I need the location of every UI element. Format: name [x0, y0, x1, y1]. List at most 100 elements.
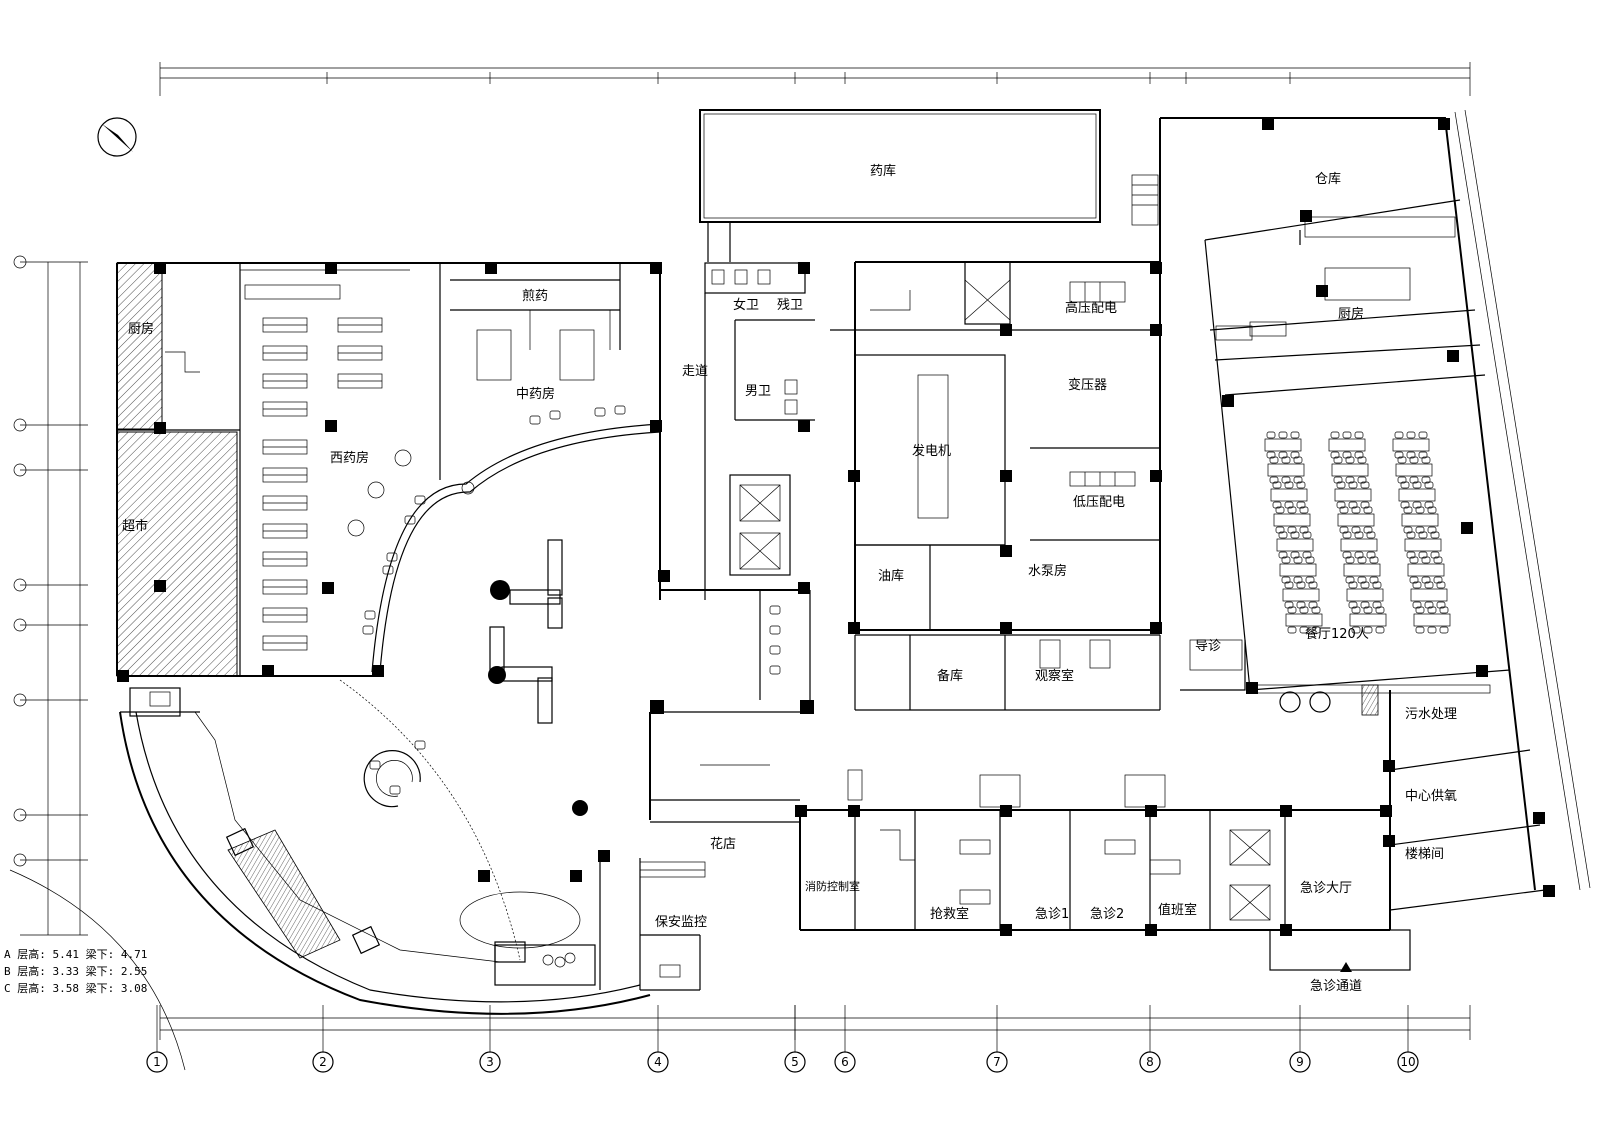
dining-chair [1360, 581, 1370, 589]
dining-chair [1351, 606, 1361, 614]
dining-chair [1281, 456, 1291, 464]
dining-chair [1351, 506, 1361, 514]
dining-chair [1345, 476, 1355, 484]
dining-chair [1415, 506, 1425, 514]
dining-table [1407, 563, 1445, 577]
dining-chair [1412, 481, 1422, 489]
dining-chair [1415, 626, 1425, 634]
dining-chair [1281, 556, 1291, 564]
dining-chair [1403, 526, 1413, 534]
dining-chair [1293, 476, 1303, 484]
room-label-corridor: 走道 [682, 364, 708, 379]
dining-chair [1345, 456, 1355, 464]
dining-chair [1424, 601, 1434, 609]
room-label-western-pharmacy: 西药房 [330, 450, 369, 466]
bottom-axis-grid [9, 869, 1419, 1073]
dining-chair [1427, 506, 1437, 514]
dining-table [1331, 463, 1369, 477]
axis-label-5: 5 [791, 1055, 799, 1069]
dining-chair [1394, 451, 1404, 459]
floor-height-legend: A 层高: 5.41 梁下: 4.71 B 层高: 3.33 梁下: 2.55 … [4, 947, 147, 995]
dining-chair [1272, 481, 1282, 489]
dining-chair [1363, 606, 1373, 614]
dining-chair [1330, 451, 1340, 459]
dining-chair [1354, 431, 1364, 439]
room-label-women-toilet: 女卫 [733, 297, 759, 313]
dining-chair [1363, 626, 1373, 634]
dining-chair [1354, 531, 1364, 539]
dining-chair [1272, 501, 1282, 509]
dining-chair [1421, 476, 1431, 484]
dining-chair [1363, 506, 1373, 514]
dining-chair [1357, 476, 1367, 484]
dining-chair [1436, 601, 1446, 609]
dining-chair [1360, 501, 1370, 509]
room-label-sewage-treatment: 污水处理 [1405, 707, 1457, 722]
dining-chair [1421, 456, 1431, 464]
main-lobby [119, 539, 651, 1015]
dining-chair [1357, 456, 1367, 464]
room-label-emergency-hall: 急诊大厅 [1300, 881, 1352, 896]
dining-chair [1308, 581, 1318, 589]
axis-label-6: 6 [841, 1055, 849, 1069]
dining-chair [1427, 526, 1437, 534]
dining-chair [1305, 556, 1315, 564]
dining-chair [1299, 526, 1309, 534]
dining-chair [1305, 576, 1315, 584]
axis-label-10: 10 [1400, 1055, 1415, 1069]
room-label-flower-shop: 花店 [710, 836, 736, 852]
axis-label-9: 9 [1296, 1055, 1304, 1069]
dining-chair [1433, 556, 1443, 564]
axis-label-4: 4 [654, 1055, 662, 1069]
room-label-lv-distribution: 低压配电 [1073, 495, 1125, 510]
dining-chair [1290, 551, 1300, 559]
dining-chair [1287, 606, 1297, 614]
dining-chair [1409, 556, 1419, 564]
dining-chair [1424, 501, 1434, 509]
dining-chair [1403, 506, 1413, 514]
chinese-pharmacy [362, 262, 662, 635]
dining-chair [1406, 551, 1416, 559]
dining-chair [1375, 626, 1385, 634]
dining-chair [1424, 481, 1434, 489]
dining-chair [1400, 501, 1410, 509]
dining-chair [1439, 606, 1449, 614]
dining-chair [1275, 506, 1285, 514]
dining-chair [1296, 501, 1306, 509]
dining-tables [1264, 431, 1451, 634]
axis-label-3: 3 [486, 1055, 494, 1069]
dining-chair [1354, 451, 1364, 459]
dining-chair [1348, 501, 1358, 509]
dining-chair [1436, 581, 1446, 589]
dining-chair [1415, 606, 1425, 614]
left-axis-bubbles [13, 255, 27, 867]
dining-chair [1409, 456, 1419, 464]
room-label-emergency-passage: 急诊通道 [1310, 979, 1362, 994]
dining-table [1346, 588, 1384, 602]
dining-table [1410, 588, 1448, 602]
room-label-observation: 观察室 [1035, 668, 1074, 684]
dining-chair [1345, 576, 1355, 584]
room-label-kitchen-east: 厨房 [1338, 306, 1364, 322]
dining-chair [1281, 476, 1291, 484]
dining-chair [1266, 451, 1276, 459]
dining-table [1413, 613, 1451, 627]
dining-chair [1421, 576, 1431, 584]
room-label-supermarket: 超市 [122, 518, 148, 534]
dining-chair [1345, 556, 1355, 564]
dining-chair [1418, 431, 1428, 439]
room-label-stairwell: 楼梯间 [1405, 847, 1444, 862]
dining-chair [1311, 626, 1321, 634]
dining-table [1270, 488, 1308, 502]
dining-chair [1339, 506, 1349, 514]
dining-chair [1287, 626, 1297, 634]
dining-chair [1275, 526, 1285, 534]
dining-table [1285, 613, 1323, 627]
room-label-oil-store: 油库 [878, 568, 904, 584]
dining-chair [1406, 451, 1416, 459]
dining-chair [1375, 606, 1385, 614]
dining-chair [1348, 481, 1358, 489]
dining-chair [1287, 506, 1297, 514]
west-wing [116, 262, 380, 717]
